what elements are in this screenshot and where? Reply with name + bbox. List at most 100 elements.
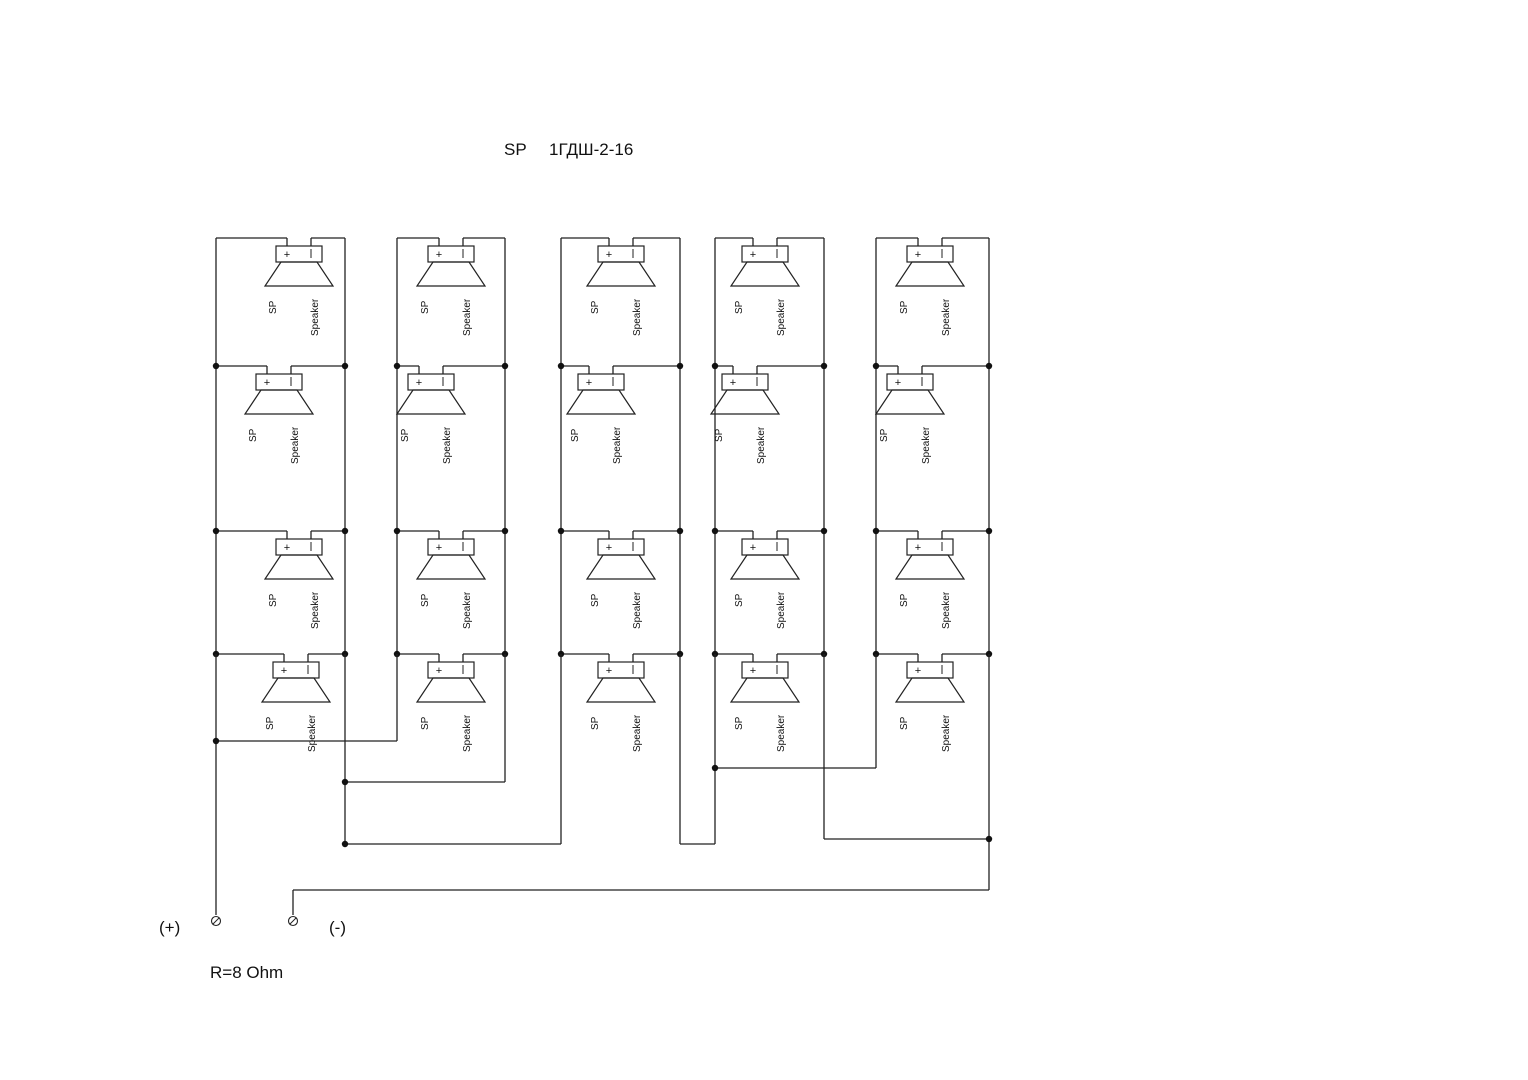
speaker-cone-icon xyxy=(263,261,335,287)
negative-terminal-label: (-) xyxy=(329,918,346,937)
junction-dot xyxy=(341,527,349,535)
speaker-cone-icon xyxy=(729,677,801,703)
speaker-type-label: Speaker xyxy=(776,591,787,629)
speaker-designator-label: SP xyxy=(590,300,601,314)
speaker-type-label: Speaker xyxy=(612,426,623,464)
speaker-plus-label: + xyxy=(895,377,901,389)
speaker-designator-label: SP xyxy=(734,716,745,730)
speaker-type-label: Speaker xyxy=(941,298,952,336)
speaker-type-label: Speaker xyxy=(307,714,318,752)
speaker-designator-label: SP xyxy=(899,300,910,314)
title-part-number: 1ГДШ-2-16 xyxy=(549,140,634,159)
junction-dot xyxy=(341,362,349,370)
speaker-plus-label: + xyxy=(416,377,422,389)
junction-dot xyxy=(557,527,565,535)
junction-dot xyxy=(676,527,684,535)
speaker-plus-label: + xyxy=(730,377,736,389)
speaker-cone-icon xyxy=(260,677,332,703)
speaker-designator-label: SP xyxy=(248,428,259,442)
junction-dot xyxy=(212,527,220,535)
speaker-type-label: Speaker xyxy=(290,426,301,464)
speaker-plus-label: + xyxy=(436,249,442,261)
speaker-cone-icon xyxy=(729,554,801,580)
negative-terminal-slash xyxy=(289,917,297,925)
speaker-type-label: Speaker xyxy=(941,591,952,629)
speaker-type-label: Speaker xyxy=(632,298,643,336)
speaker-plus-label: + xyxy=(750,542,756,554)
junction-dot xyxy=(820,362,828,370)
speaker-type-label: Speaker xyxy=(462,591,473,629)
junction-dot xyxy=(872,362,880,370)
speaker-plus-label: + xyxy=(284,542,290,554)
speaker-type-label: Speaker xyxy=(632,591,643,629)
speaker-designator-label: SP xyxy=(400,428,411,442)
speaker-cone-icon xyxy=(395,389,467,415)
speaker-cone-icon xyxy=(894,677,966,703)
speaker-type-label: Speaker xyxy=(442,426,453,464)
junction-dot xyxy=(676,362,684,370)
speaker-cone-icon xyxy=(894,261,966,287)
speaker-type-label: Speaker xyxy=(632,714,643,752)
junction-dot xyxy=(985,835,993,843)
speaker-cone-icon xyxy=(709,389,781,415)
speaker-plus-label: + xyxy=(606,542,612,554)
speaker-cone-icon xyxy=(585,677,657,703)
speaker-cone-icon xyxy=(729,261,801,287)
junction-dot xyxy=(872,527,880,535)
speaker-type-label: Speaker xyxy=(921,426,932,464)
speaker-type-label: Speaker xyxy=(776,714,787,752)
junction-dot xyxy=(393,527,401,535)
speaker-plus-label: + xyxy=(606,665,612,677)
speaker-plus-label: + xyxy=(436,665,442,677)
speaker-type-label: Speaker xyxy=(941,714,952,752)
speaker-designator-label: SP xyxy=(590,716,601,730)
speaker-plus-label: + xyxy=(264,377,270,389)
speaker-plus-label: + xyxy=(606,249,612,261)
speaker-plus-label: + xyxy=(436,542,442,554)
junction-dot xyxy=(501,362,509,370)
positive-terminal-label: (+) xyxy=(159,918,181,937)
speaker-plus-label: + xyxy=(915,249,921,261)
speaker-type-label: Speaker xyxy=(310,591,321,629)
speaker-designator-label: SP xyxy=(899,716,910,730)
speaker-designator-label: SP xyxy=(590,593,601,607)
junction-dot xyxy=(341,840,349,848)
speaker-cone-icon xyxy=(415,554,487,580)
speaker-designator-label: SP xyxy=(734,300,745,314)
junction-dot xyxy=(711,764,719,772)
speaker-designator-label: SP xyxy=(734,593,745,607)
speaker-cone-icon xyxy=(585,554,657,580)
speaker-plus-label: + xyxy=(750,249,756,261)
speaker-designator-label: SP xyxy=(420,593,431,607)
speaker-type-label: Speaker xyxy=(756,426,767,464)
speaker-plus-label: + xyxy=(915,542,921,554)
speaker-designator-label: SP xyxy=(420,300,431,314)
title-designator: SP xyxy=(504,140,527,159)
speaker-plus-label: + xyxy=(586,377,592,389)
speaker-type-label: Speaker xyxy=(462,298,473,336)
junction-dot xyxy=(985,362,993,370)
speaker-cone-icon xyxy=(243,389,315,415)
junction-dot xyxy=(711,362,719,370)
speaker-designator-label: SP xyxy=(268,593,279,607)
speaker-type-label: Speaker xyxy=(776,298,787,336)
junction-dot xyxy=(341,778,349,786)
speaker-designator-label: SP xyxy=(265,716,276,730)
speaker-cone-icon xyxy=(415,261,487,287)
speaker-designator-label: SP xyxy=(714,428,725,442)
speaker-designator-label: SP xyxy=(420,716,431,730)
speaker-designator-label: SP xyxy=(879,428,890,442)
positive-terminal-slash xyxy=(212,917,220,925)
speaker-plus-label: + xyxy=(281,665,287,677)
junction-dot xyxy=(820,527,828,535)
junction-dot xyxy=(711,527,719,535)
speaker-cone-icon xyxy=(585,261,657,287)
junction-dot xyxy=(985,527,993,535)
speaker-designator-label: SP xyxy=(570,428,581,442)
speaker-plus-label: + xyxy=(915,665,921,677)
speaker-cone-icon xyxy=(415,677,487,703)
speaker-plus-label: + xyxy=(750,665,756,677)
speaker-designator-label: SP xyxy=(899,593,910,607)
junction-dot xyxy=(557,362,565,370)
